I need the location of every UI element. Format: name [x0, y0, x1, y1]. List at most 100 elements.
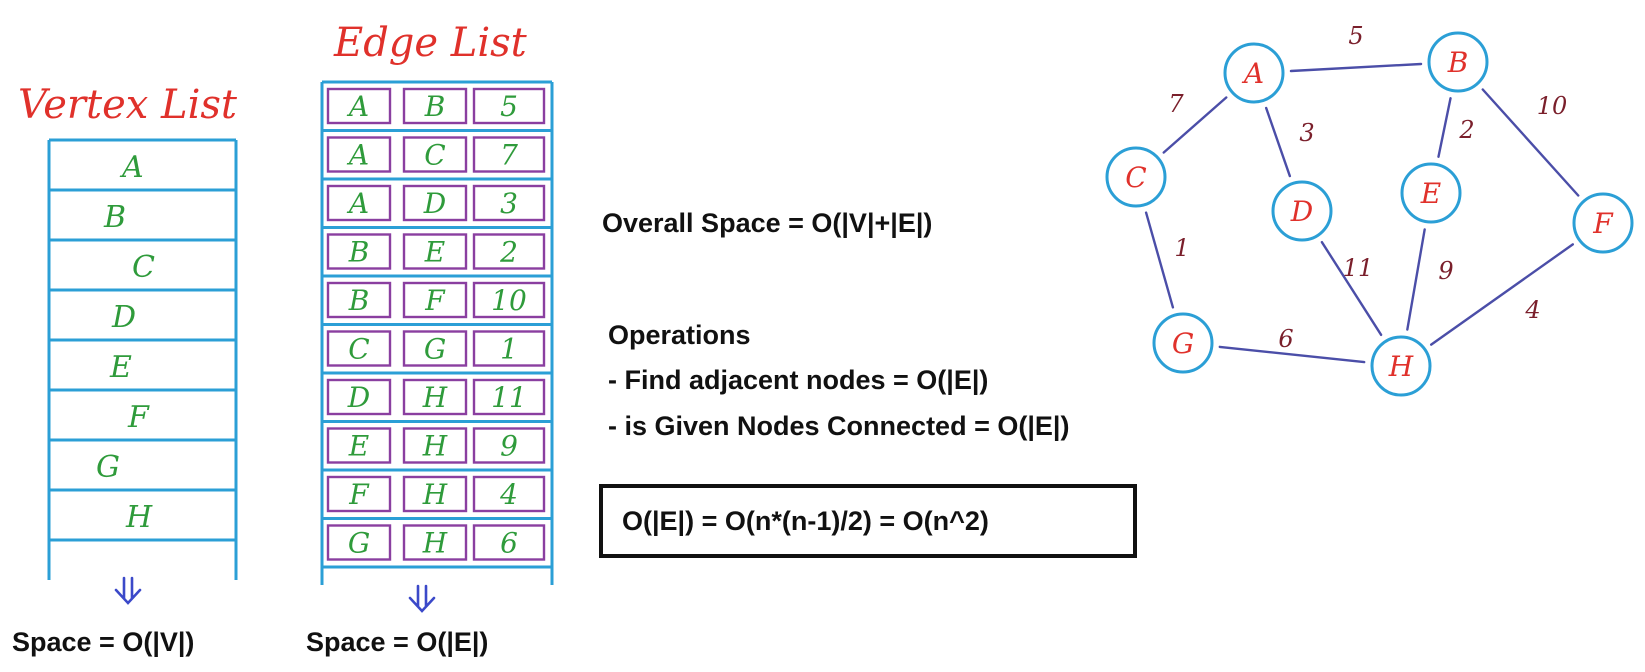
edge-cell	[402, 87, 468, 125]
edge-cell-text: E	[348, 430, 369, 463]
edge-cell-text: B	[424, 90, 446, 123]
graph-node-h: H	[1370, 335, 1432, 397]
edge-cell	[402, 427, 468, 464]
edge-weight-label: 1	[1174, 234, 1189, 262]
graph-node-circle	[1223, 42, 1285, 104]
graph-node-circle	[1400, 162, 1462, 224]
graph-node-label: C	[1125, 161, 1146, 194]
graph-edge-b-e	[1437, 97, 1452, 158]
edge-weight-label: 11	[1343, 254, 1374, 282]
graph-node-label: A	[1241, 57, 1264, 90]
graph-node-label: E	[1420, 177, 1441, 210]
vertex-item: A	[119, 150, 144, 185]
graph-node-a: A	[1223, 42, 1285, 104]
vertex-item: D	[111, 300, 136, 335]
edge-cell-text: F	[424, 284, 446, 317]
edge-cell	[326, 427, 392, 464]
vertex-list-frame	[47, 138, 238, 580]
graph-nodes: A B C D E F G H	[1105, 31, 1634, 397]
edge-cell	[472, 475, 546, 513]
edge-weight-label: 7	[1168, 90, 1184, 118]
edge-cell	[402, 378, 468, 416]
edge-cell-text: H	[422, 478, 448, 511]
vertex-item: C	[132, 250, 155, 285]
edge-cell-text: 10	[491, 284, 527, 317]
edge-cell-text: F	[348, 478, 370, 511]
edge-cell	[326, 87, 392, 125]
graph-node-d: D	[1271, 180, 1333, 242]
vertex-item: H	[125, 500, 153, 535]
graph-node-b: B	[1427, 31, 1489, 93]
graph-node-circle	[1370, 335, 1432, 397]
edge-cell-text: 3	[500, 187, 518, 220]
graph-edge-d-h	[1320, 240, 1383, 337]
edge-space-label: Space = O(|E|)	[306, 627, 488, 657]
edge-cell-text: H	[422, 527, 448, 560]
graph-node-label: G	[1172, 327, 1194, 360]
graph-edge-f-h	[1429, 243, 1575, 346]
edge-cell	[402, 184, 468, 222]
edge-cell-text: A	[346, 139, 369, 172]
graph-edges	[1144, 62, 1580, 364]
graph-edge-e-h	[1406, 228, 1426, 331]
edge-weight-label: 4	[1524, 296, 1540, 324]
edge-cell-text: A	[346, 90, 369, 123]
edge-cell	[402, 233, 468, 270]
edge-weight-label: 6	[1278, 325, 1293, 353]
edge-cell	[326, 281, 392, 319]
edge-cell-text: 7	[500, 139, 518, 172]
edge-cell	[472, 427, 546, 464]
graph-node-g: G	[1152, 312, 1214, 374]
graph-node-label: B	[1447, 46, 1469, 79]
edge-weight-label: 2	[1458, 116, 1474, 144]
edge-cell-text: H	[422, 430, 448, 463]
graph-node-circle	[1105, 146, 1167, 208]
operations-title: Operations	[608, 320, 751, 350]
edge-cell-text: A	[346, 187, 369, 220]
graph-edge-a-d	[1264, 106, 1292, 178]
graph-node-label: H	[1388, 350, 1414, 383]
graph-node-circle	[1271, 180, 1333, 242]
graph-edge-g-h	[1218, 345, 1366, 364]
edge-cell	[326, 378, 392, 416]
edge-weight-label: 9	[1438, 257, 1453, 285]
edge-cell	[472, 233, 546, 270]
edge-cell-text: H	[422, 381, 448, 414]
edge-cell	[402, 136, 468, 173]
graph-node-f: F	[1572, 192, 1634, 254]
edge-cell-text: C	[348, 333, 369, 366]
edge-cell	[472, 184, 546, 222]
edge-cell-text: B	[348, 284, 370, 317]
edge-cell	[326, 233, 392, 270]
graph-edge-b-f	[1481, 88, 1580, 197]
edge-cell	[326, 136, 392, 173]
edge-cell	[326, 475, 392, 513]
edge-weight-label: 10	[1537, 92, 1568, 120]
edge-cell	[472, 281, 546, 319]
graph-node-circle	[1427, 31, 1489, 93]
vertex-list-title: Vertex List	[18, 82, 238, 128]
edge-weight-label: 5	[1348, 22, 1363, 50]
graph-edge-a-c	[1162, 96, 1228, 154]
edge-cell	[402, 475, 468, 513]
edge-list-title: Edge List	[333, 20, 528, 66]
edge-cell	[472, 87, 546, 125]
edge-cell-text: B	[348, 236, 370, 269]
edge-cell-text: 9	[500, 430, 518, 463]
edge-cell	[402, 524, 468, 561]
edge-row: B F 10	[326, 281, 546, 319]
vertex-item: B	[103, 200, 126, 235]
graph-node-circle	[1572, 192, 1634, 254]
graph-edge-a-b	[1289, 62, 1423, 73]
vertex-item: E	[109, 350, 132, 385]
